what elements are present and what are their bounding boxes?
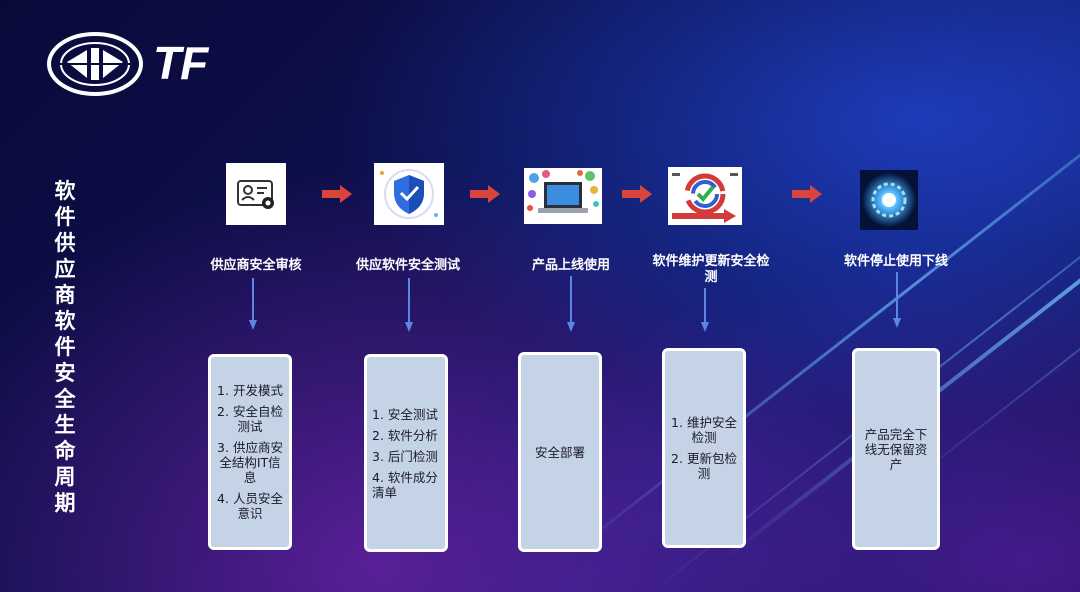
stage-label-1: 供应商安全审核 (210, 258, 302, 273)
stage-box-1: 1. 开发模式 2. 安全自检测试 3. 供应商安全结构IT信息 4. 人员安全… (208, 354, 292, 550)
stage-1-item: 2. 安全自检测试 (217, 404, 283, 434)
id-card-icon (226, 163, 286, 225)
ccf-logo (47, 32, 143, 96)
flow-arrow-2 (470, 185, 500, 203)
stage-label-4: 软件维护更新安全检测 (652, 254, 770, 285)
stage-2-item: 4. 软件成分清单 (372, 469, 438, 500)
stage-5-item: 产品完全下线无保留资产 (864, 426, 928, 472)
stage-4-item: 2. 更新包检测 (671, 451, 737, 481)
stage-1-item: 1. 开发模式 (217, 383, 283, 398)
shield-check-icon (374, 163, 444, 225)
tf-logo: TF (153, 37, 208, 89)
stage-label-5: 软件停止使用下线 (843, 254, 948, 269)
stage-box-3: 安全部署 (518, 352, 602, 552)
stage-2-item: 2. 软件分析 (372, 427, 438, 443)
stage-label-2: 供应软件安全测试 (355, 258, 460, 273)
lifecycle-title: 软件供应商软件安全生命周期 (54, 179, 76, 515)
stage-box-2: 1. 安全测试 2. 软件分析 3. 后门检测 4. 软件成分清单 (364, 354, 448, 552)
stage-2-item: 1. 安全测试 (372, 406, 438, 422)
stage-1-item: 4. 人员安全意识 (217, 491, 283, 521)
stage-box-4: 1. 维护安全检测 2. 更新包检测 (662, 348, 746, 548)
stage-1-item: 3. 供应商安全结构IT信息 (217, 440, 283, 485)
flow-arrow-1 (322, 185, 352, 203)
connector-1 (249, 278, 257, 330)
connector-5 (893, 272, 901, 328)
connector-3 (567, 276, 575, 332)
stage-4-item: 1. 维护安全检测 (671, 415, 737, 445)
flow-arrow-4 (792, 185, 822, 203)
stage-label-3: 产品上线使用 (531, 258, 610, 273)
stage-box-5: 产品完全下线无保留资产 (852, 348, 940, 550)
connector-2 (405, 278, 413, 332)
flow-arrow-3 (622, 185, 652, 203)
stage-3-item: 安全部署 (534, 444, 585, 460)
maintenance-cycle-icon (668, 167, 742, 225)
stage-2-item: 3. 后门检测 (372, 448, 438, 464)
connector-4 (701, 288, 709, 332)
glowing-gear-icon (860, 170, 918, 230)
laptop-apps-icon (524, 168, 602, 224)
